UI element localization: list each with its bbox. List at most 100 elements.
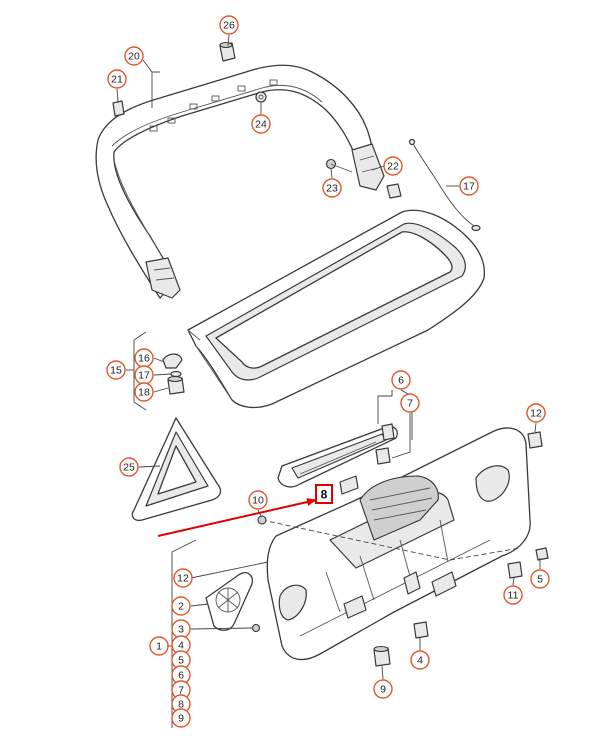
callout-circle (107, 69, 127, 89)
callout-circle (124, 46, 144, 66)
callout-label: 18 (138, 387, 150, 399)
callout-circle (503, 585, 523, 605)
highlight-layer: 8 (315, 484, 333, 504)
tailgate-trim-panel (266, 427, 531, 661)
callout-part-26: 26 (219, 15, 239, 35)
callout-part-1: 1 (149, 636, 169, 656)
callout-label: 24 (255, 119, 267, 131)
callout-circle (119, 457, 139, 477)
callout-label: 20 (128, 51, 140, 63)
nut-part-5 (535, 547, 549, 561)
callout-label: 7 (407, 398, 413, 410)
callout-label: 26 (223, 20, 235, 32)
callout-label: 25 (123, 462, 135, 474)
callout-label: 10 (252, 495, 264, 507)
highlight-label: 8 (321, 488, 328, 502)
callout-part-17: 17 (459, 176, 479, 196)
parcel-shelf (187, 209, 486, 409)
callout-circle (410, 650, 430, 670)
callout-label: 3 (178, 624, 184, 636)
upper-trim-frame (95, 64, 385, 299)
callout-part-18: 18 (134, 382, 154, 402)
washer-part-17-lower (170, 370, 182, 378)
clip-part-21 (112, 100, 125, 117)
callout-label: 12 (177, 573, 189, 585)
callout-circle (383, 156, 403, 176)
clip-part-8 (339, 475, 359, 495)
callout-circle (391, 370, 411, 390)
callout-part-2: 2 (171, 596, 191, 616)
callout-part-25: 25 (119, 457, 139, 477)
callout-part-6: 6 (171, 665, 191, 685)
callout-label: 9 (178, 713, 184, 725)
clip-part-12-upper (527, 431, 543, 449)
callout-label: 4 (178, 640, 184, 652)
callout-label: 8 (178, 699, 184, 711)
highlight-arrow (157, 498, 317, 537)
callout-label: 15 (110, 365, 122, 377)
callout-circle (526, 403, 546, 423)
callout-circle (248, 490, 268, 510)
screw-part-10 (257, 515, 267, 525)
callout-label: 1 (156, 641, 162, 653)
callout-circle (171, 708, 191, 728)
assembly-dashed-line (261, 519, 521, 561)
cap-part-9 (373, 645, 391, 667)
speaker-grille-part-2 (205, 572, 254, 631)
bushing-part-18 (167, 375, 185, 395)
callout-label: 5 (537, 574, 543, 586)
bolt-part-23 (325, 158, 353, 173)
clip-part-22 (386, 183, 402, 199)
fastener-part-7 (375, 423, 395, 465)
callout-label: 22 (387, 161, 399, 173)
callout-part-5: 5 (530, 569, 550, 589)
callout-part-11: 11 (503, 585, 523, 605)
callout-part-16: 16 (134, 348, 154, 368)
callout-label: 6 (398, 375, 404, 387)
callout-circle (322, 178, 342, 198)
grab-handle-part-6 (277, 426, 398, 488)
callout-circle (251, 114, 271, 134)
callout-part-9: 9 (373, 679, 393, 699)
callout-label: 11 (508, 590, 519, 602)
callout-part-12: 12 (526, 403, 546, 423)
callout-label: 7 (178, 685, 184, 697)
callout-part-21: 21 (107, 69, 127, 89)
callout-part-22: 22 (383, 156, 403, 176)
callout-label: 16 (138, 353, 150, 365)
callout-label: 17 (463, 181, 475, 193)
callout-part-12: 12 (173, 568, 193, 588)
callout-label: 2 (178, 601, 184, 613)
callout-part-17: 17 (134, 365, 154, 385)
callout-circle (173, 568, 193, 588)
callout-label: 17 (138, 370, 150, 382)
warning-triangle-part-25 (131, 417, 222, 522)
clip-part-11 (507, 561, 523, 579)
callout-circle (400, 393, 420, 413)
callout-circle (149, 636, 169, 656)
callout-circle (459, 176, 479, 196)
leader-lines (116, 34, 541, 728)
callout-circle (134, 382, 154, 402)
callout-label: 5 (178, 655, 184, 667)
callout-label: 9 (380, 684, 386, 696)
callout-label: 23 (326, 183, 338, 195)
callout-circle (219, 15, 239, 35)
callout-part-20: 20 (124, 46, 144, 66)
callout-label: 4 (417, 655, 423, 667)
callout-part-4: 4 (410, 650, 430, 670)
callout-part-23: 23 (322, 178, 342, 198)
callout-circle (530, 569, 550, 589)
callout-part-6: 6 (391, 370, 411, 390)
callout-label: 6 (178, 670, 184, 682)
grommet-part-24 (255, 91, 267, 103)
callout-circle (171, 596, 191, 616)
callout-label: 21 (111, 74, 123, 86)
screw-part-3 (251, 623, 261, 633)
callout-part-3: 3 (171, 619, 191, 639)
highlight-box (315, 484, 333, 504)
callout-circle (373, 679, 393, 699)
callout-circle (106, 360, 126, 380)
